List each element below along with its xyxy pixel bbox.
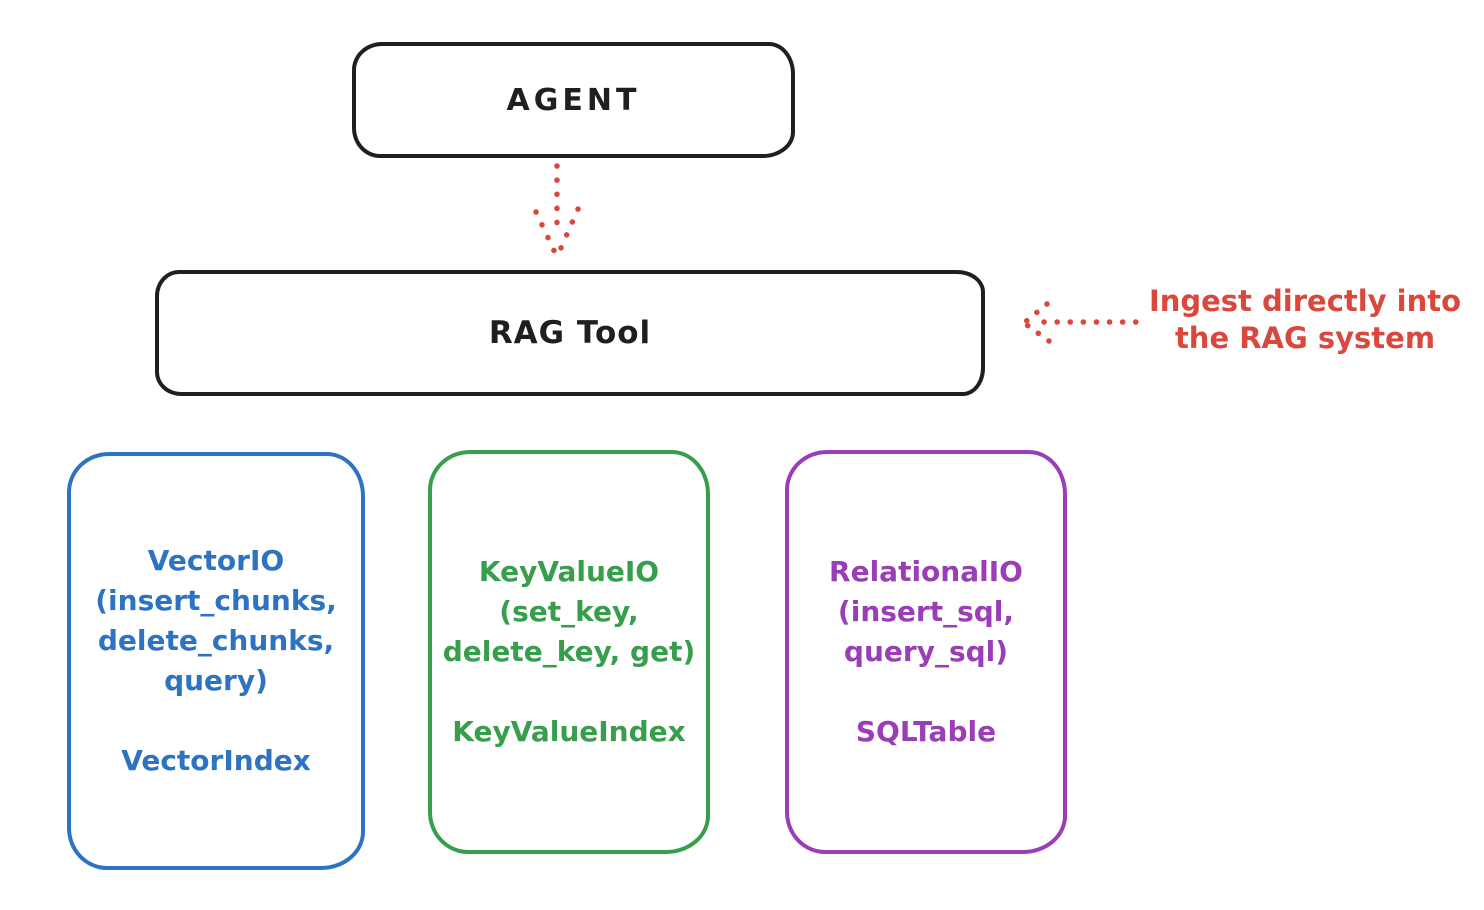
keyvalue-io-box: KeyValueIO (set_key, delete_key, get) Ke… (428, 450, 710, 854)
relational-io-text: RelationalIO (insert_sql, query_sql) SQL… (829, 552, 1023, 752)
keyvalue-index-label: KeyValueIndex (452, 715, 686, 748)
relational-io-line: query_sql) (843, 635, 1009, 668)
vector-io-box: VectorIO (insert_chunks, delete_chunks, … (67, 452, 365, 870)
relational-io-box: RelationalIO (insert_sql, query_sql) SQL… (785, 450, 1067, 854)
dotted-arrow-down-icon (533, 163, 581, 260)
vector-index-label: VectorIndex (121, 744, 311, 777)
keyvalue-io-line: delete_key, get) (442, 635, 696, 668)
relational-io-line: RelationalIO (829, 555, 1023, 588)
vector-io-line: (insert_chunks, (95, 584, 337, 617)
vector-io-line: delete_chunks, (97, 624, 335, 657)
vector-io-text: VectorIO (insert_chunks, delete_chunks, … (95, 541, 337, 781)
sqltable-label: SQLTable (855, 715, 997, 748)
keyvalue-io-line: KeyValueIO (478, 555, 660, 588)
ingest-annotation-line2: the RAG system (1174, 321, 1436, 355)
relational-io-line: (insert_sql, (837, 595, 1015, 628)
vector-io-line: VectorIO (147, 544, 285, 577)
rag-tool-box: RAG Tool (155, 270, 985, 396)
rag-tool-label: RAG Tool (488, 315, 652, 351)
agent-box: AGENT (352, 42, 795, 158)
dotted-arrow-left-icon (1021, 301, 1139, 344)
vector-io-line: query) (164, 664, 268, 697)
ingest-annotation-line1: Ingest directly into (1148, 284, 1462, 318)
agent-label: AGENT (506, 82, 641, 118)
keyvalue-io-line: (set_key, (499, 595, 639, 628)
keyvalue-io-text: KeyValueIO (set_key, delete_key, get) Ke… (443, 552, 696, 752)
ingest-annotation: Ingest directly into the RAG system (1135, 283, 1475, 357)
